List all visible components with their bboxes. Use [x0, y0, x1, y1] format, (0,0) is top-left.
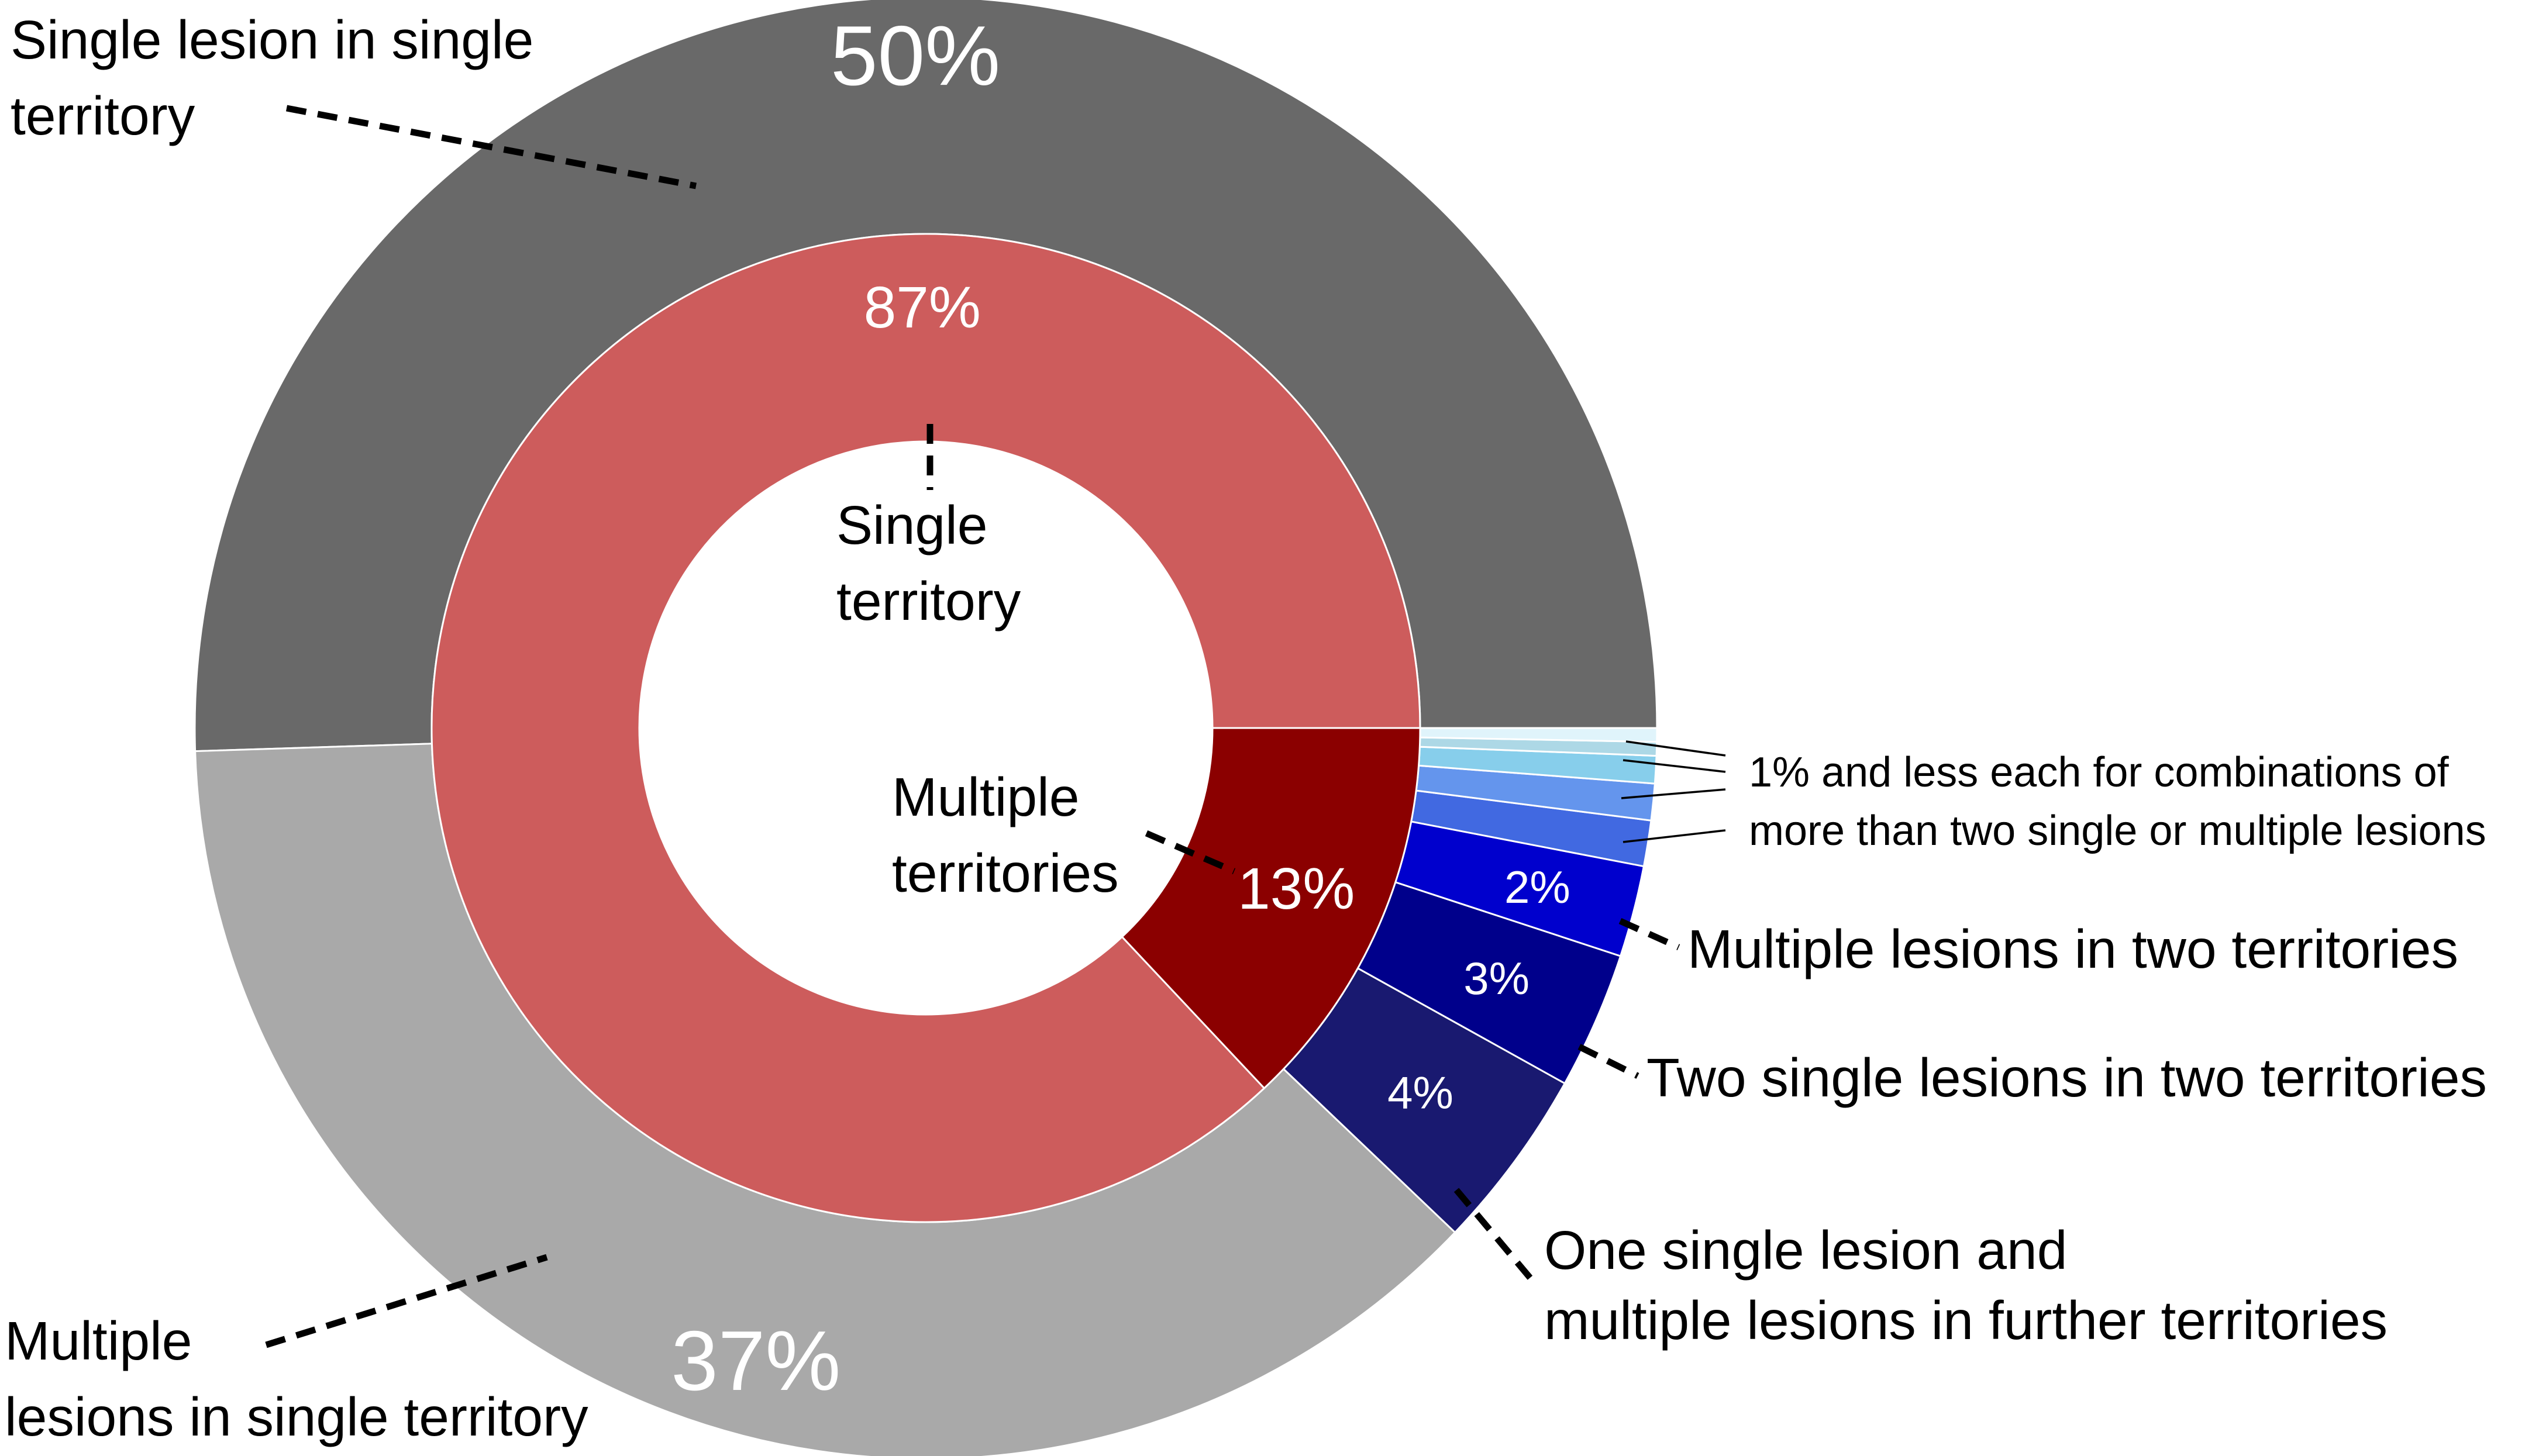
label-multiple-lesions-single-territory-line1: Multiple	[5, 1310, 192, 1371]
value-label-one-single-and-multiple: 4%	[1387, 1067, 1453, 1119]
label-single-lesion-single-territory-line1: Single lesion in single	[11, 9, 533, 70]
label-small-slices-line2: more than two single or multiple lesions	[1749, 808, 2486, 854]
label-two-single-two-territories: Two single lesions in two territories	[1646, 1047, 2487, 1108]
label-multiple-lesions-single-territory-line2: lesions in single territory	[5, 1386, 588, 1447]
label-multiple-territories-line2: territories	[892, 843, 1119, 903]
label-small-slices-line1: 1% and less each for combinations of	[1749, 749, 2450, 796]
label-single-lesion-single-territory-line2: territory	[11, 85, 195, 146]
leader-two-single-two-territories	[1577, 1044, 1639, 1079]
value-label-multiple-territories: 13%	[1238, 856, 1355, 922]
value-label-single-territory: 87%	[864, 275, 981, 340]
label-single-territory-line1: Single	[836, 495, 988, 556]
leader-multiple-lesions-single-territory	[265, 1254, 548, 1348]
leader-one-single-and-multiple	[1453, 1188, 1535, 1283]
leader-lines	[265, 105, 1726, 1348]
inner-ring	[430, 233, 1421, 1223]
inner-slice-single-territory	[430, 233, 1421, 1223]
leader-small-3	[1621, 788, 1726, 799]
leader-single-lesion-single-territory	[285, 105, 697, 189]
inner-slice-multiple-territories	[1121, 727, 1421, 1090]
value-labels: 50% 37% 4% 3% 2% 87% 13%	[671, 8, 1570, 1408]
leader-small-4	[1623, 829, 1726, 843]
label-one-single-and-multiple-line2: multiple lesions in further territories	[1544, 1290, 2388, 1351]
leader-small-1	[1625, 740, 1726, 757]
leader-small-2	[1623, 759, 1726, 773]
leader-multiple-two-territories	[1618, 917, 1680, 951]
label-single-territory-line2: territory	[836, 571, 1021, 632]
value-label-multiple-two-territories: 2%	[1504, 861, 1570, 913]
leader-multiple-territories	[1145, 830, 1236, 875]
outer-ring	[194, 0, 1658, 1456]
label-one-single-and-multiple-line1: One single lesion and	[1544, 1220, 2067, 1281]
value-label-single-lesion-single-territory: 50%	[831, 8, 1000, 103]
value-label-multiple-lesions-single-territory: 37%	[671, 1313, 840, 1408]
label-multiple-territories-line1: Multiple	[892, 767, 1079, 827]
label-multiple-two-territories: Multiple lesions in two territories	[1687, 919, 2458, 979]
value-label-two-single-two-territories: 3%	[1463, 953, 1530, 1004]
category-labels: Single lesion in single territory Multip…	[5, 9, 2487, 1447]
